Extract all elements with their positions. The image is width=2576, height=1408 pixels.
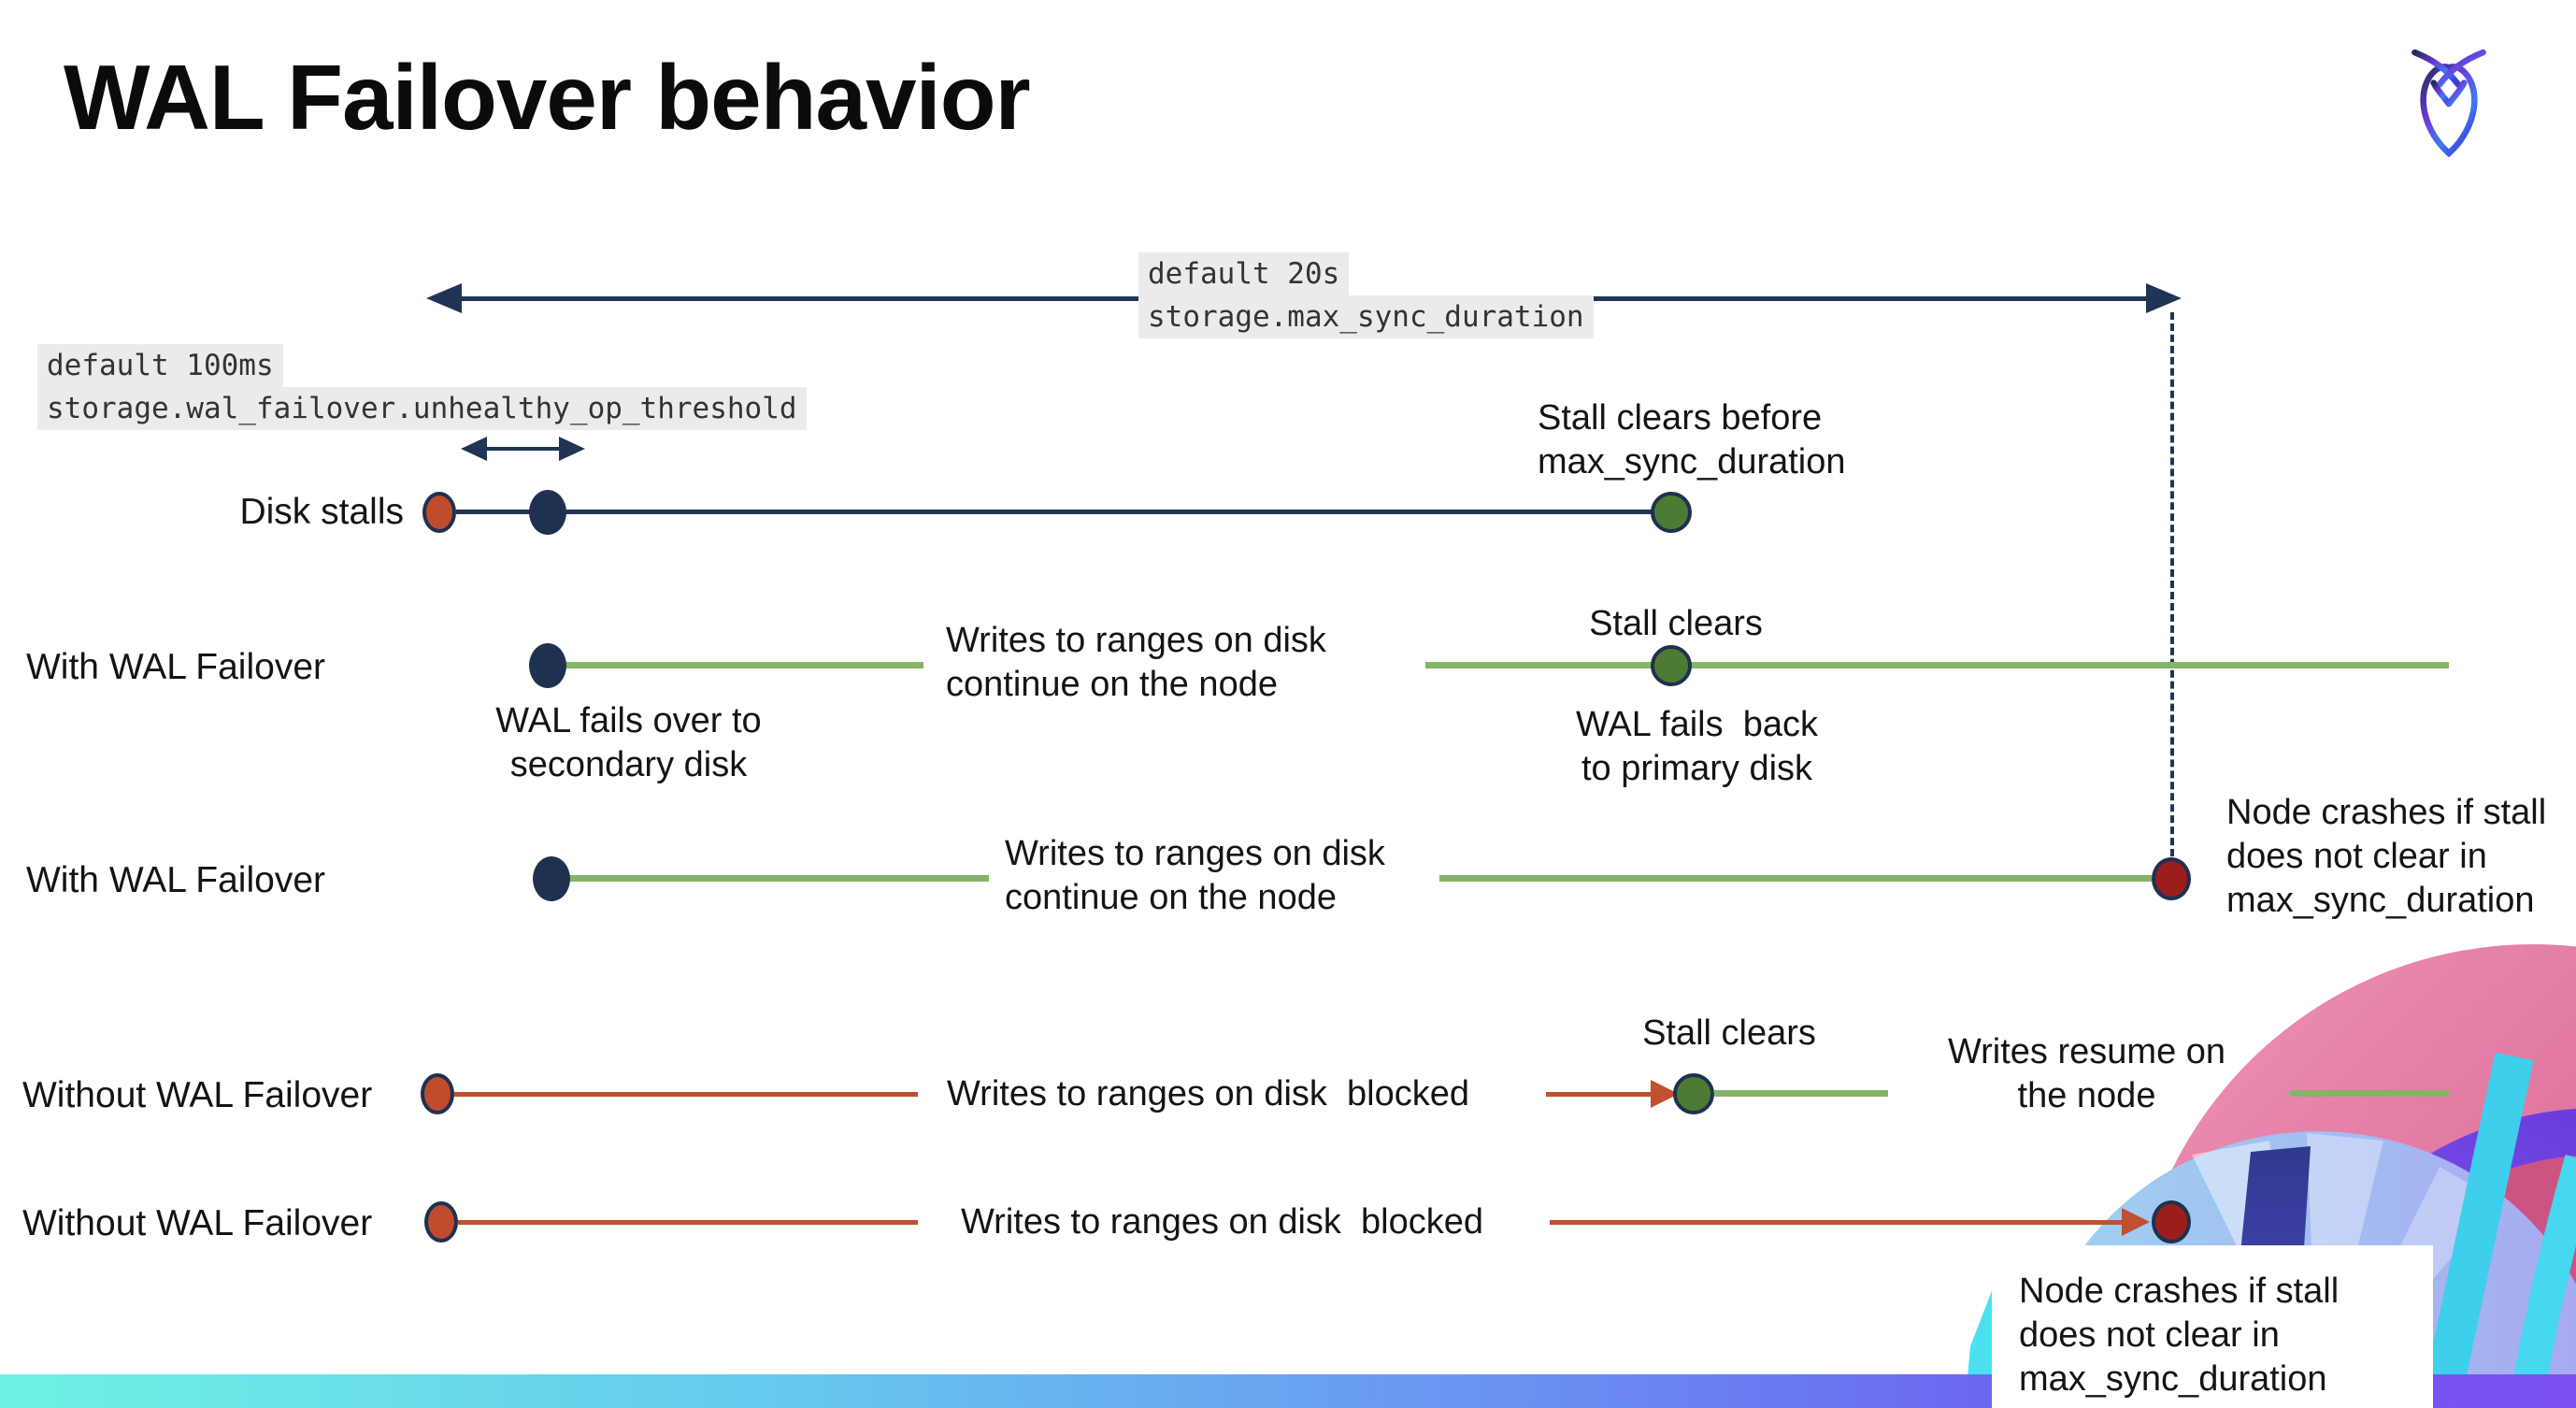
threshold-dot (529, 490, 566, 535)
cockroachdb-logo-icon (2411, 49, 2486, 158)
writes-blocked-line (1546, 1092, 1654, 1097)
arrowhead-left-icon (461, 437, 487, 461)
node-crash-note: Node crashes if stall does not clear in … (2226, 793, 2547, 920)
max-sync-setting-name: storage.max_sync_duration (1138, 295, 1594, 338)
stall-clears-before-note: Stall clears before max_sync_duration (1538, 398, 1846, 481)
max-sync-default-label: default 20s (1138, 252, 1350, 295)
writes-continue-line (1690, 662, 2449, 668)
unhealthy-default-label: default 100ms (37, 344, 283, 387)
art-cyan-leg (2420, 1052, 2534, 1408)
stall-start-dot (424, 1201, 458, 1243)
wal-fails-back-note: WAL fails back to primary disk (1575, 705, 1819, 788)
writes-blocked-line (458, 1220, 918, 1225)
failover-dot (529, 643, 566, 688)
node-crash-dot (2152, 857, 2191, 900)
writes-continue-line (566, 875, 989, 882)
wal-fails-over-note: WAL fails over to secondary disk (495, 701, 762, 784)
red-arrowhead-icon (2122, 1208, 2150, 1236)
max-sync-deadline-dashed-line (2170, 312, 2174, 868)
node-crash-note: Node crashes if stall does not clear in … (2019, 1272, 2340, 1399)
max-sync-duration-annotation: default 20s storage.max_sync_duration (1138, 252, 1594, 338)
writes-continue-line (1439, 875, 2152, 882)
writes-resume-line (1714, 1090, 1888, 1097)
stall-start-dot (422, 492, 456, 533)
stall-clears-dot (1651, 645, 1692, 686)
row-label-disk-stalls: Disk stalls (239, 492, 404, 532)
node-crash-callout-box (1992, 1245, 2433, 1408)
disk-stalls-timeline (456, 510, 1653, 514)
failover-dot (533, 856, 570, 901)
node-crash-dot (2152, 1200, 2191, 1243)
writes-continue-note: Writes to ranges on disk continue on the… (1005, 834, 1385, 917)
writes-blocked-line (1550, 1220, 2125, 1225)
writes-blocked-note: Writes to ranges on disk blocked (947, 1074, 1470, 1113)
unhealthy-op-threshold-annotation: default 100ms storage.wal_failover.unhea… (37, 344, 807, 430)
threshold-arrow-line (479, 447, 562, 451)
page-title: WAL Failover behavior (64, 46, 1031, 149)
stall-start-dot (421, 1073, 454, 1114)
writes-continue-line (1425, 662, 1652, 668)
row-label-without-wal-failover-1: Without WAL Failover (22, 1075, 373, 1115)
writes-resume-note: Writes resume on the node (1947, 1032, 2226, 1115)
unhealthy-setting-name: storage.wal_failover.unhealthy_op_thresh… (37, 387, 807, 430)
row-label-with-wal-failover-2: With WAL Failover (26, 860, 325, 900)
writes-blocked-line (454, 1092, 918, 1097)
stall-clears-label: Stall clears (1589, 604, 1763, 643)
row-label-without-wal-failover-2: Without WAL Failover (22, 1203, 373, 1243)
stall-clears-dot (1673, 1073, 1714, 1114)
writes-continue-line (563, 662, 923, 668)
stall-clears-dot (1651, 492, 1692, 533)
writes-resume-line (2290, 1090, 2449, 1097)
stall-clears-label: Stall clears (1642, 1013, 1816, 1053)
arrowhead-right-icon (559, 437, 585, 461)
arrowhead-left-icon (426, 283, 462, 313)
arrowhead-right-icon (2146, 283, 2182, 313)
writes-blocked-note: Writes to ranges on disk blocked (961, 1202, 1484, 1242)
row-label-with-wal-failover-1: With WAL Failover (26, 647, 325, 687)
writes-continue-note: Writes to ranges on disk continue on the… (946, 621, 1326, 704)
